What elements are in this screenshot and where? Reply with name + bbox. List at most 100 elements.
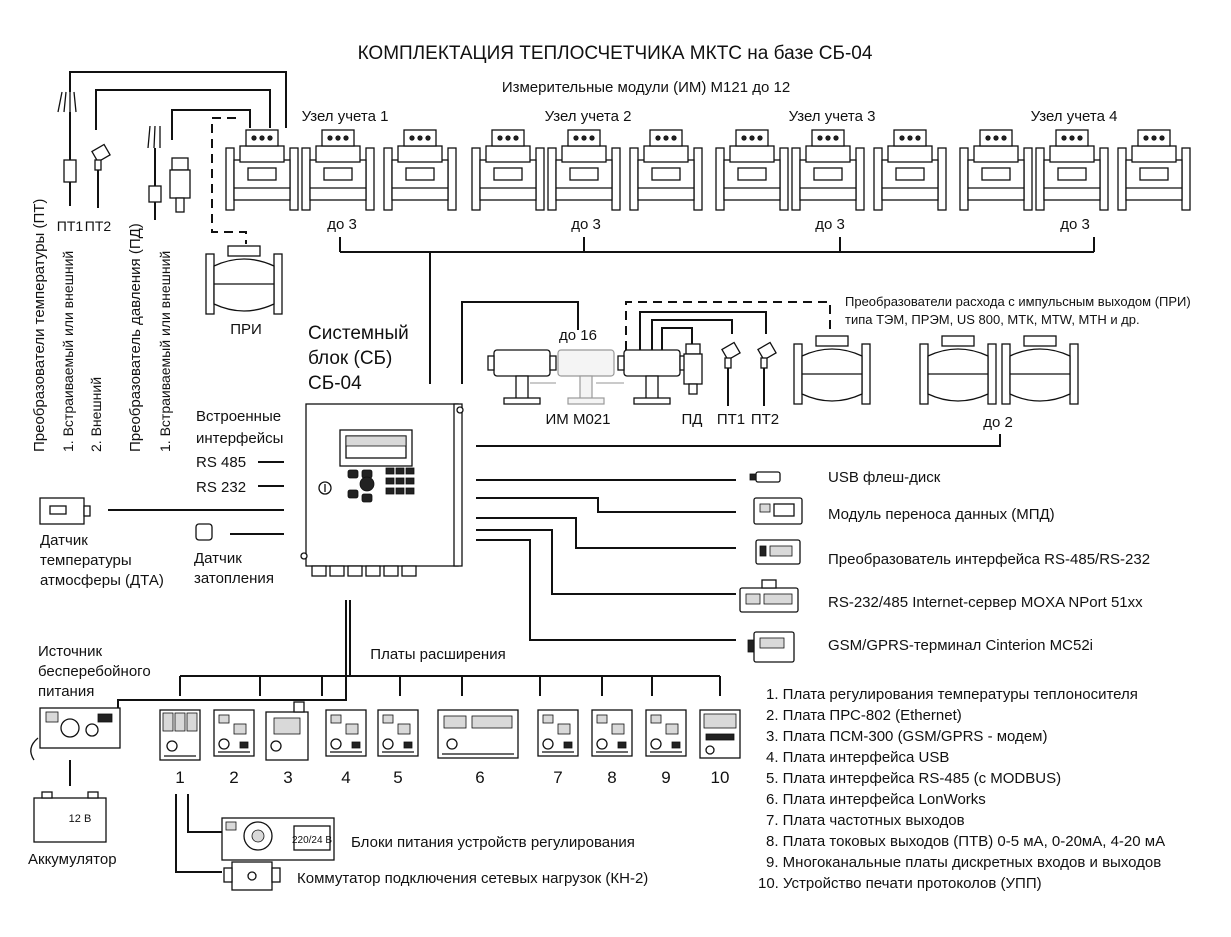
expansion-board-3	[265, 701, 309, 761]
dta-label: атмосферы (ДТА)	[40, 572, 164, 589]
m021-bus	[461, 301, 579, 384]
flow-meter	[873, 129, 947, 211]
flow-meter	[959, 129, 1033, 211]
pulse-flow-converter	[919, 335, 997, 405]
pt2-right-label: ПТ2	[751, 411, 779, 428]
power-blocks-label: Блоки питания устройств регулирования	[351, 834, 635, 851]
flow-meter	[715, 129, 789, 211]
pressure-sensor	[169, 157, 191, 213]
peripheral-label-usb: USB флеш-диск	[828, 469, 941, 486]
dta-label: Датчик	[40, 532, 88, 549]
power-block-wire	[187, 794, 222, 833]
usb-flash-drive-icon	[749, 471, 781, 483]
flow-meter	[301, 129, 375, 211]
node-label-4: Узел учета 4	[1031, 108, 1118, 125]
temperature-sensor-pt1-right	[720, 341, 742, 407]
flood-sensor	[195, 523, 213, 541]
cable-glands	[311, 565, 417, 577]
m021-wires	[651, 319, 733, 350]
interfaces-label: интерфейсы	[196, 430, 283, 447]
system-block-label: блок (СБ)	[308, 348, 392, 369]
svg-text:8. Плата токовых выходов (ПТВ): 8. Плата токовых выходов (ПТВ) 0-5 мА, 0…	[766, 833, 1165, 850]
pt1-right-label: ПТ1	[717, 411, 745, 428]
node-label-1: Узел учета 1	[302, 108, 389, 125]
expansion-board-9	[645, 709, 687, 757]
kn2-label: Коммутатор подключения сетевых нагрузок …	[297, 870, 648, 887]
expansion-board-10	[699, 709, 741, 759]
node-count-label: до 3	[327, 216, 357, 233]
node-count-label: до 3	[1060, 216, 1090, 233]
pulse-flow-converter	[205, 245, 283, 315]
temperature-sensor-pt2-right	[756, 341, 778, 407]
m021-wires	[625, 301, 831, 350]
measuring-modules-label: Измерительные модули (ИМ) М121 до 12	[502, 79, 790, 96]
expansion-board-5	[377, 709, 419, 757]
temperature-sensors-group-label: Преобразователи температуры (ПТ)	[31, 199, 48, 452]
ups-device	[30, 707, 121, 761]
pri-count-label: до 2	[983, 414, 1013, 431]
sensor-wires	[171, 109, 251, 140]
expansion-boards-label: Платы расширения	[370, 646, 505, 663]
board-list: 1. Плата регулирования температуры тепло…	[758, 686, 1165, 892]
svg-text:5. Плата интерфейса RS-485 (с: 5. Плата интерфейса RS-485 (с MODBUS)	[766, 770, 1061, 787]
m021-wires	[661, 327, 693, 350]
flow-meter	[547, 129, 621, 211]
peripheral-label-gsm: GSM/GPRS-терминал Cinterion MC52i	[828, 637, 1093, 654]
measuring-module-m021-ghost	[557, 349, 615, 405]
pulse-converters-label: Преобразователи расхода с импульсным вых…	[845, 294, 1191, 309]
svg-text:10: 10	[711, 768, 730, 787]
pressure-sensor-option-1: 1. Встраиваемый или внешний	[157, 251, 173, 452]
kn2-wire	[175, 794, 222, 873]
svg-text:3: 3	[283, 768, 292, 787]
svg-text:4: 4	[341, 768, 350, 787]
sensor-wires	[69, 71, 287, 128]
svg-text:6: 6	[475, 768, 484, 787]
pressure-sensor-group-label: Преобразователь давления (ПД)	[127, 223, 144, 452]
svg-text:10. Устройство печати протокол: 10. Устройство печати протоколов (УПП)	[758, 875, 1042, 892]
svg-text:6. Плата интерфейса LonWorks: 6. Плата интерфейса LonWorks	[766, 791, 986, 808]
svg-text:4. Плата интерфейса USB: 4. Плата интерфейса USB	[766, 749, 949, 766]
system-block-sb04[interactable]	[300, 403, 464, 577]
flood-sensor-label: затопления	[194, 570, 274, 587]
expansion-board-2	[213, 709, 255, 757]
pulse-converters-label: типа ТЭМ, ПРЭМ, US 800, МТК, MTW, МТН и …	[845, 312, 1140, 327]
flow-meter	[1035, 129, 1109, 211]
board-numbers: 1 2 3 4 5 6 7 8 9 10	[175, 768, 729, 787]
node-label-3: Узел учета 3	[789, 108, 876, 125]
battery-voltage-label: 12 В	[69, 813, 92, 825]
battery-icon	[33, 791, 107, 843]
rs485-label: RS 485	[196, 454, 246, 471]
flood-sensor-label: Датчик	[194, 550, 242, 567]
ups-label: бесперебойного	[38, 663, 151, 680]
expansion-bus	[179, 675, 721, 696]
system-block-label: СБ-04	[308, 373, 362, 394]
pri-bus	[476, 434, 1001, 447]
gsm-terminal-icon	[747, 631, 795, 663]
meter-bus	[339, 237, 1095, 384]
pressure-sensor-pd	[683, 343, 703, 395]
node-count-label: до 3	[571, 216, 601, 233]
pri-dashed-wire	[211, 117, 247, 244]
flow-meter	[383, 129, 457, 211]
peripheral-lines	[476, 479, 736, 641]
pressure-sensor-cable	[147, 125, 162, 220]
flow-meter	[1117, 129, 1191, 211]
im-m021-label: ИМ М021	[546, 411, 611, 428]
svg-text:2: 2	[229, 768, 238, 787]
expansion-board-8	[591, 709, 633, 757]
pulse-flow-converter	[793, 335, 871, 405]
temperature-sensor-option-1: 1. Встраиваемый или внешний	[60, 251, 76, 452]
flow-meter	[791, 129, 865, 211]
temperature-sensor-pt2	[90, 143, 112, 209]
ups-label: Источник	[38, 643, 102, 660]
pri-label: ПРИ	[230, 321, 262, 338]
psu-voltage-label: 220/24 В	[292, 835, 332, 846]
measuring-module-m021	[487, 349, 557, 405]
flow-meter	[471, 129, 545, 211]
system-block-label: Системный	[308, 323, 409, 344]
expansion-board-6	[437, 709, 519, 759]
power-block-device	[221, 817, 335, 861]
expansion-board-1	[159, 709, 201, 761]
flow-meter	[225, 129, 299, 211]
